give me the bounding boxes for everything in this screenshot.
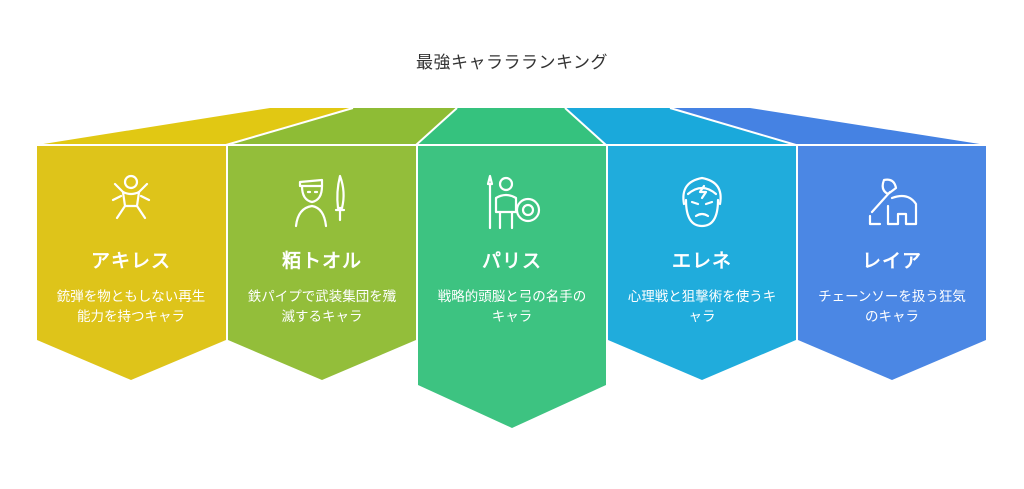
card-name: アキレス (90, 250, 171, 272)
card-top-face-leia (670, 108, 986, 145)
card-body-paris (418, 145, 606, 428)
card-body-toru (228, 145, 416, 380)
axe-helmet-icon (862, 172, 922, 232)
card-top-face-achilles (37, 108, 353, 145)
card-description: 鉄パイプで武装集団を殲滅するキャラ (247, 289, 397, 325)
card-description: 銃弾を物ともしない再生能力を持つキャラ (56, 289, 206, 325)
card-description: 戦略的頭脳と弓の名手のキャラ (437, 289, 587, 325)
diagram-title: 最強キャララランキング (416, 53, 608, 73)
figure-icon (101, 172, 161, 232)
card-name: パリス (481, 250, 542, 272)
card-name: レイア (861, 250, 922, 272)
card-description: チェーンソーを扱う狂気のキャラ (818, 289, 966, 325)
card-paris: パリス 戦略的頭脳と弓の名手のキャラ (418, 145, 606, 327)
card-top-face-paris (416, 108, 606, 145)
card-top-face-toru (226, 108, 457, 145)
angry-face-icon (672, 172, 732, 232)
warrior-with-spear-shield-icon (482, 172, 542, 232)
card-body-achilles (37, 145, 226, 380)
card-name: 粨トオル (281, 250, 362, 272)
card-toru: 粨トオル 鉄パイプで武装集団を殲滅するキャラ (228, 145, 416, 327)
card-leia: レイア チェーンソーを扱う狂気のキャラ (798, 145, 986, 327)
card-description: 心理戦と狙撃術を使うキャラ (627, 289, 777, 325)
card-body-leia (798, 145, 986, 380)
card-body-elene (608, 145, 796, 380)
fighter-with-sword-icon (292, 172, 352, 232)
card-name: エレネ (671, 250, 732, 272)
card-top-face-elene (565, 108, 796, 145)
card-achilles: アキレス 銃弾を物ともしない再生能力を持つキャラ (37, 145, 225, 327)
card-elene: エレネ 心理戦と狙撃術を使うキャラ (608, 145, 796, 327)
